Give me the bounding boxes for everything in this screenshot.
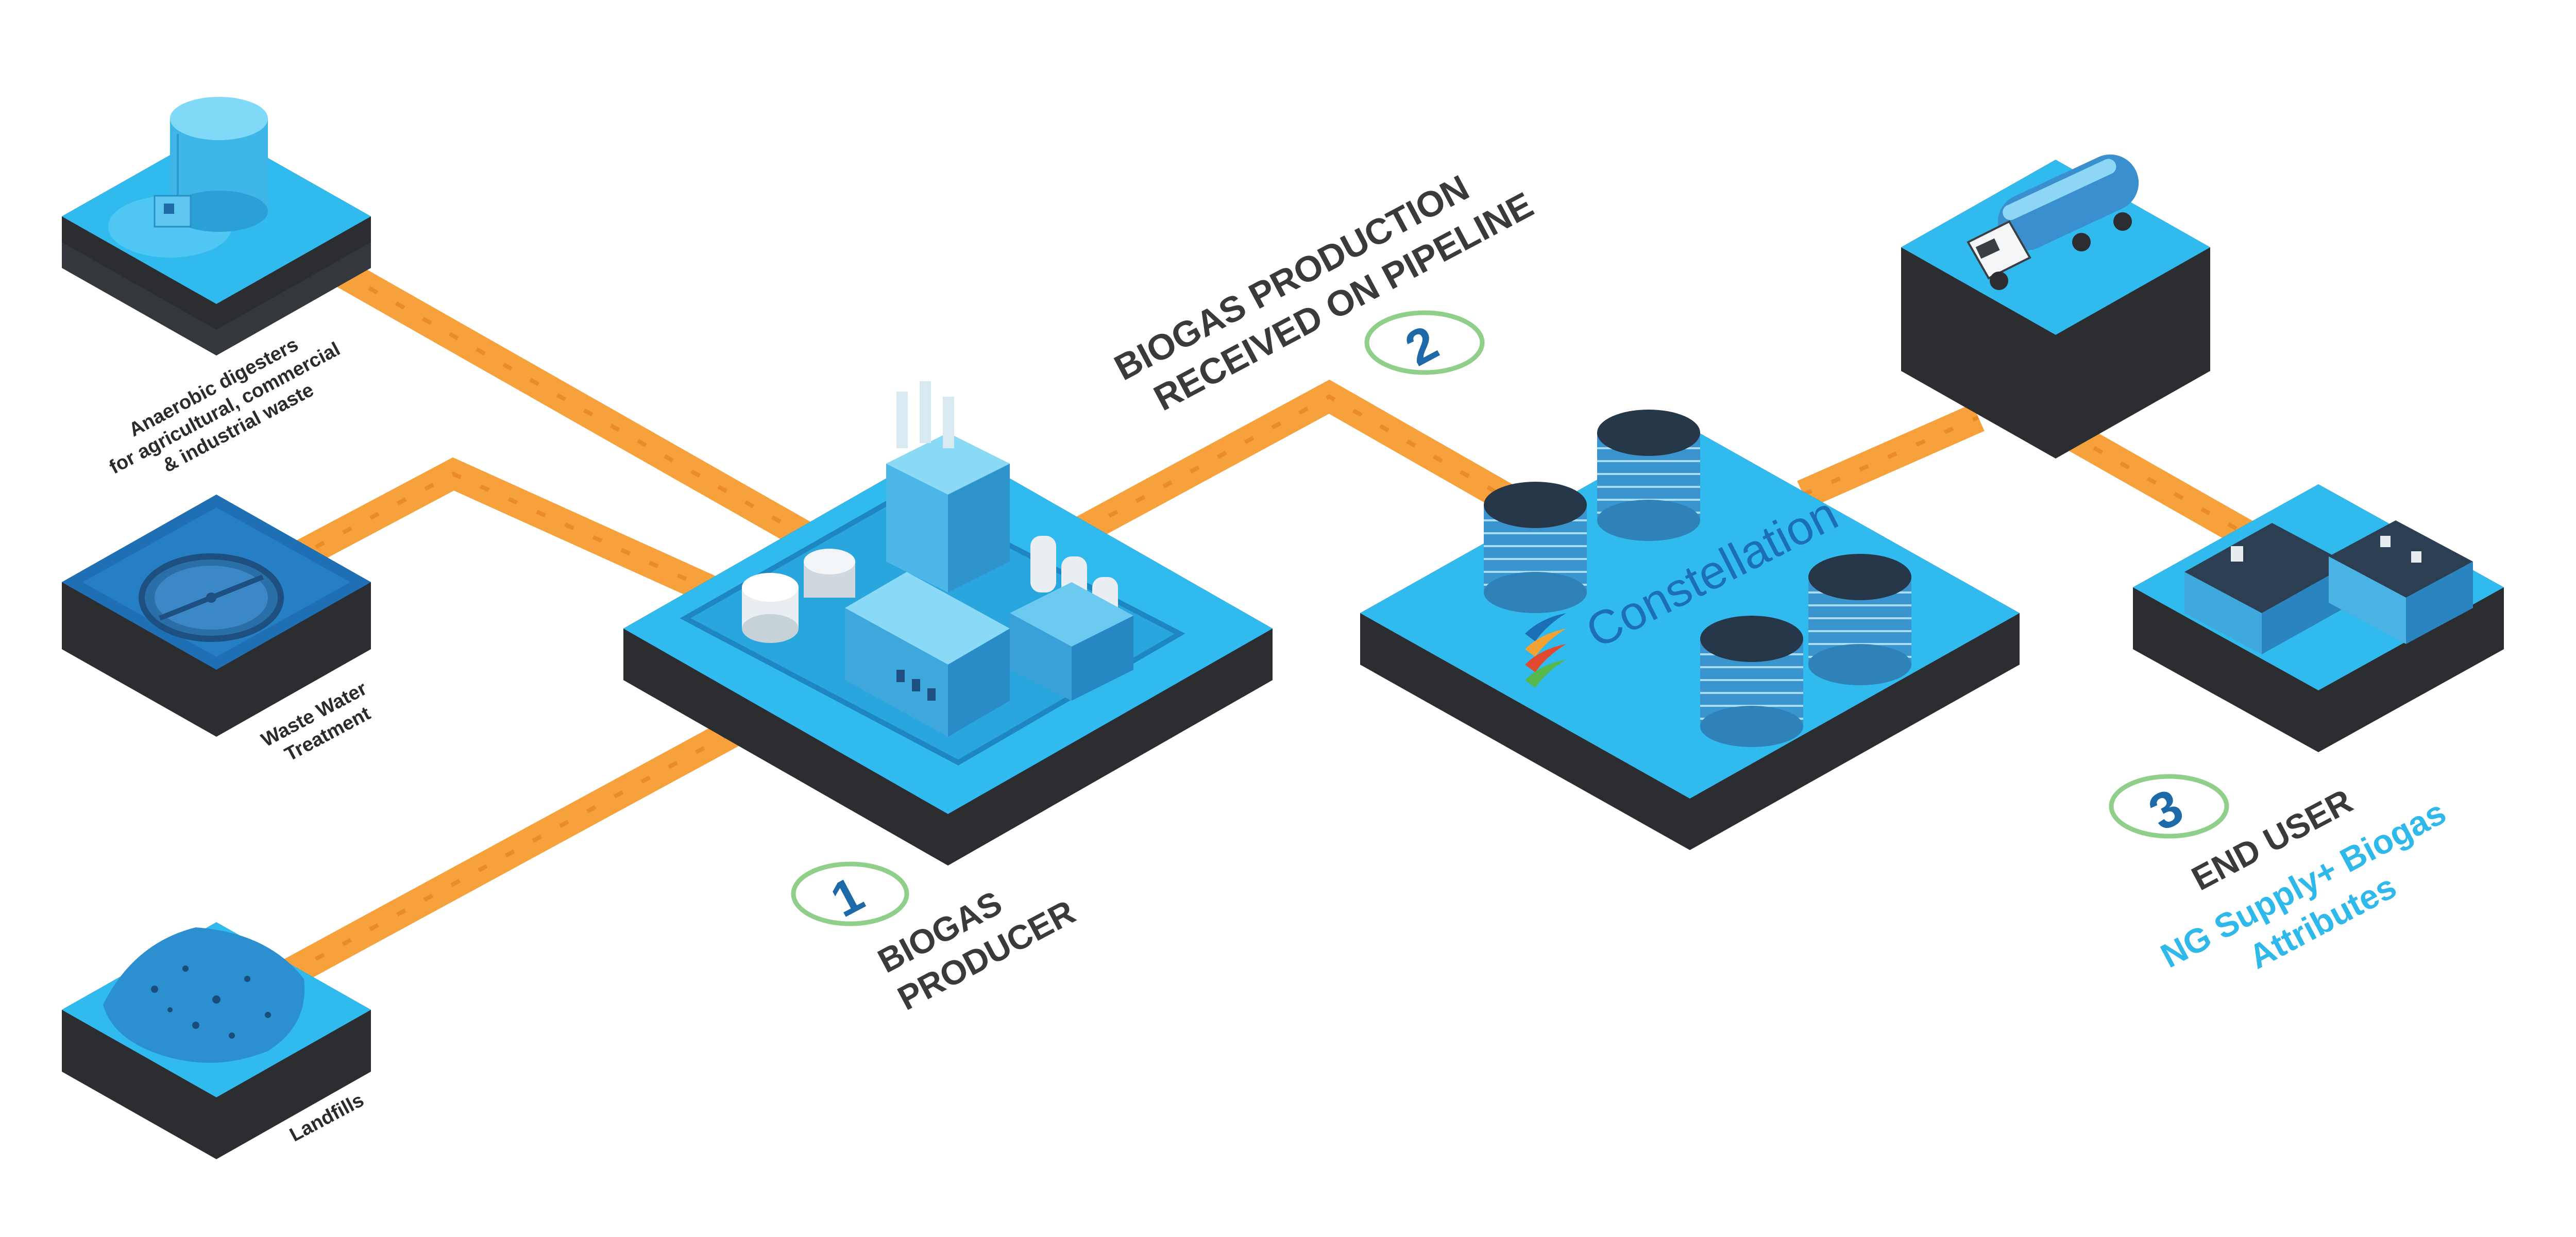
pipelines bbox=[274, 227, 2275, 987]
clarifier-icon bbox=[139, 553, 284, 642]
producer-platform bbox=[623, 381, 1273, 866]
pipeline-tank-icon bbox=[1808, 554, 1911, 685]
step-number-circle bbox=[2109, 774, 2229, 839]
constellation-logo bbox=[1525, 613, 1566, 688]
pipeline-producer-to-constellation bbox=[1075, 379, 1553, 544]
landfill-mound-icon bbox=[103, 927, 305, 1063]
pipeline-wastewater-to-producer bbox=[281, 457, 779, 632]
svg-text:BIOGAS PRODUCER: BIOGAS PRODUCER bbox=[872, 855, 1081, 1018]
pipeline-tank-icon bbox=[1597, 410, 1700, 541]
constellation-platform: Constellation bbox=[1360, 410, 2020, 850]
warehouse-icon bbox=[1010, 582, 1133, 701]
factory-icon bbox=[845, 381, 1010, 737]
landfill-platform bbox=[62, 922, 371, 1159]
truck-platform bbox=[1901, 154, 2210, 459]
digesters-label-line2: for agricultural, commercial bbox=[106, 338, 344, 478]
pipeline-tank-icon bbox=[1700, 616, 1803, 747]
enduser-platform bbox=[2133, 484, 2504, 752]
pipeline-landfills-to-producer bbox=[281, 703, 770, 987]
pipeline-constellation-to-truck bbox=[1797, 403, 1985, 509]
pipeline-tank-icon bbox=[1484, 482, 1587, 613]
step-number-circle bbox=[1364, 310, 1485, 375]
building-icon bbox=[2184, 520, 2473, 654]
pipeline-digesters-to-producer bbox=[274, 227, 829, 556]
digester-platform bbox=[62, 97, 371, 355]
wastewater-platform bbox=[62, 495, 371, 737]
step-1: 1 BIOGAS PRODUCER bbox=[791, 855, 1081, 1018]
tanker-truck-icon bbox=[1967, 154, 2139, 290]
step-number-circle bbox=[791, 861, 909, 926]
step-3: 3 END USER NG Supply+ Biogas Attributes bbox=[2109, 774, 2452, 976]
